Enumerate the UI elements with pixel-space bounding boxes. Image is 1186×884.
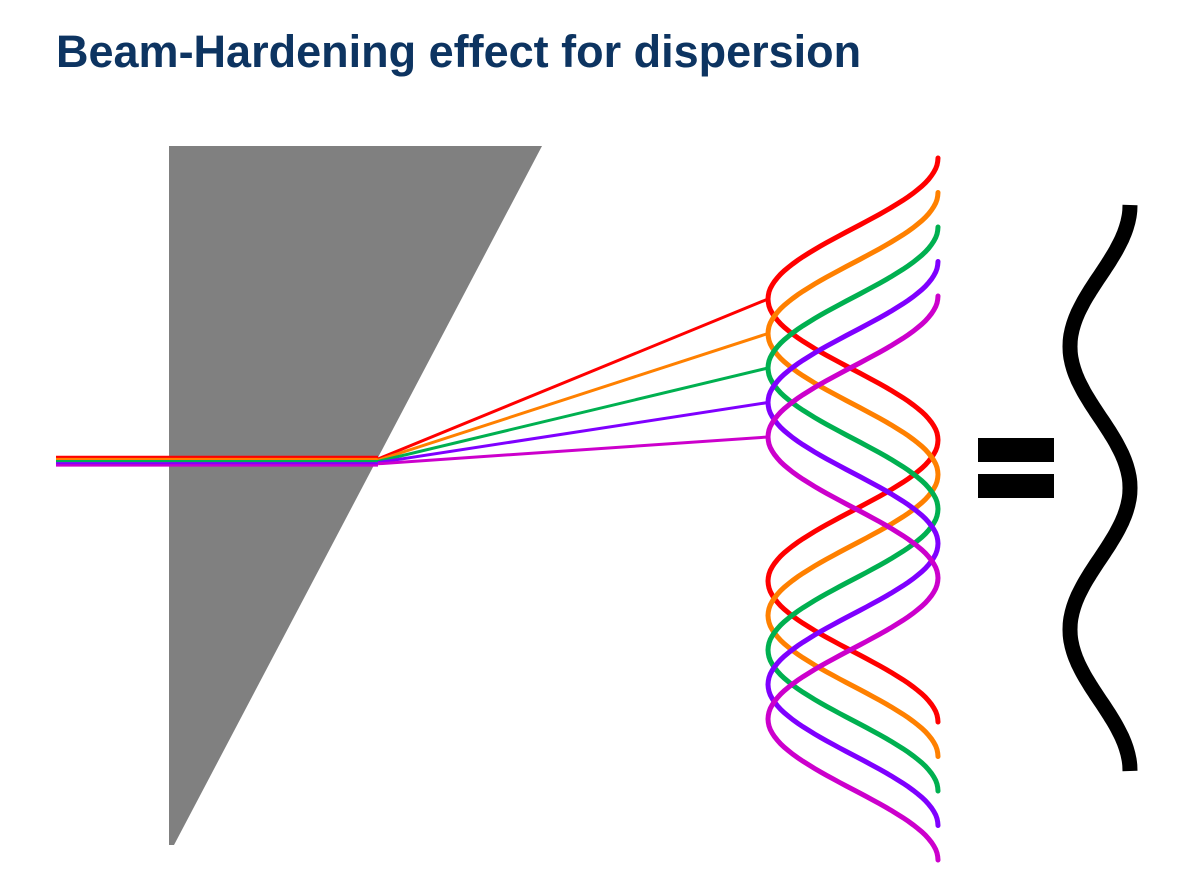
refracted-ray-orange xyxy=(377,332,769,462)
prism xyxy=(169,146,542,845)
wave-magenta xyxy=(765,293,941,863)
refracted-ray-red xyxy=(377,297,769,461)
wave-red xyxy=(765,155,941,725)
equals-sign xyxy=(978,438,1054,498)
equals-bar-bottom xyxy=(978,474,1054,498)
wave-green xyxy=(765,224,941,794)
color-waves xyxy=(765,155,941,863)
refracted-ray-green xyxy=(377,366,769,463)
equals-bar-top xyxy=(978,438,1054,462)
wave-violet xyxy=(765,259,941,828)
wave-orange xyxy=(765,190,941,759)
slide-title: Beam-Hardening effect for dispersion xyxy=(56,26,862,77)
refracted-ray-magenta xyxy=(377,435,769,466)
result-wave xyxy=(1062,204,1138,772)
incident-beam xyxy=(56,455,378,467)
refracted-ray-violet xyxy=(377,401,769,465)
refracted-rays xyxy=(377,297,769,466)
